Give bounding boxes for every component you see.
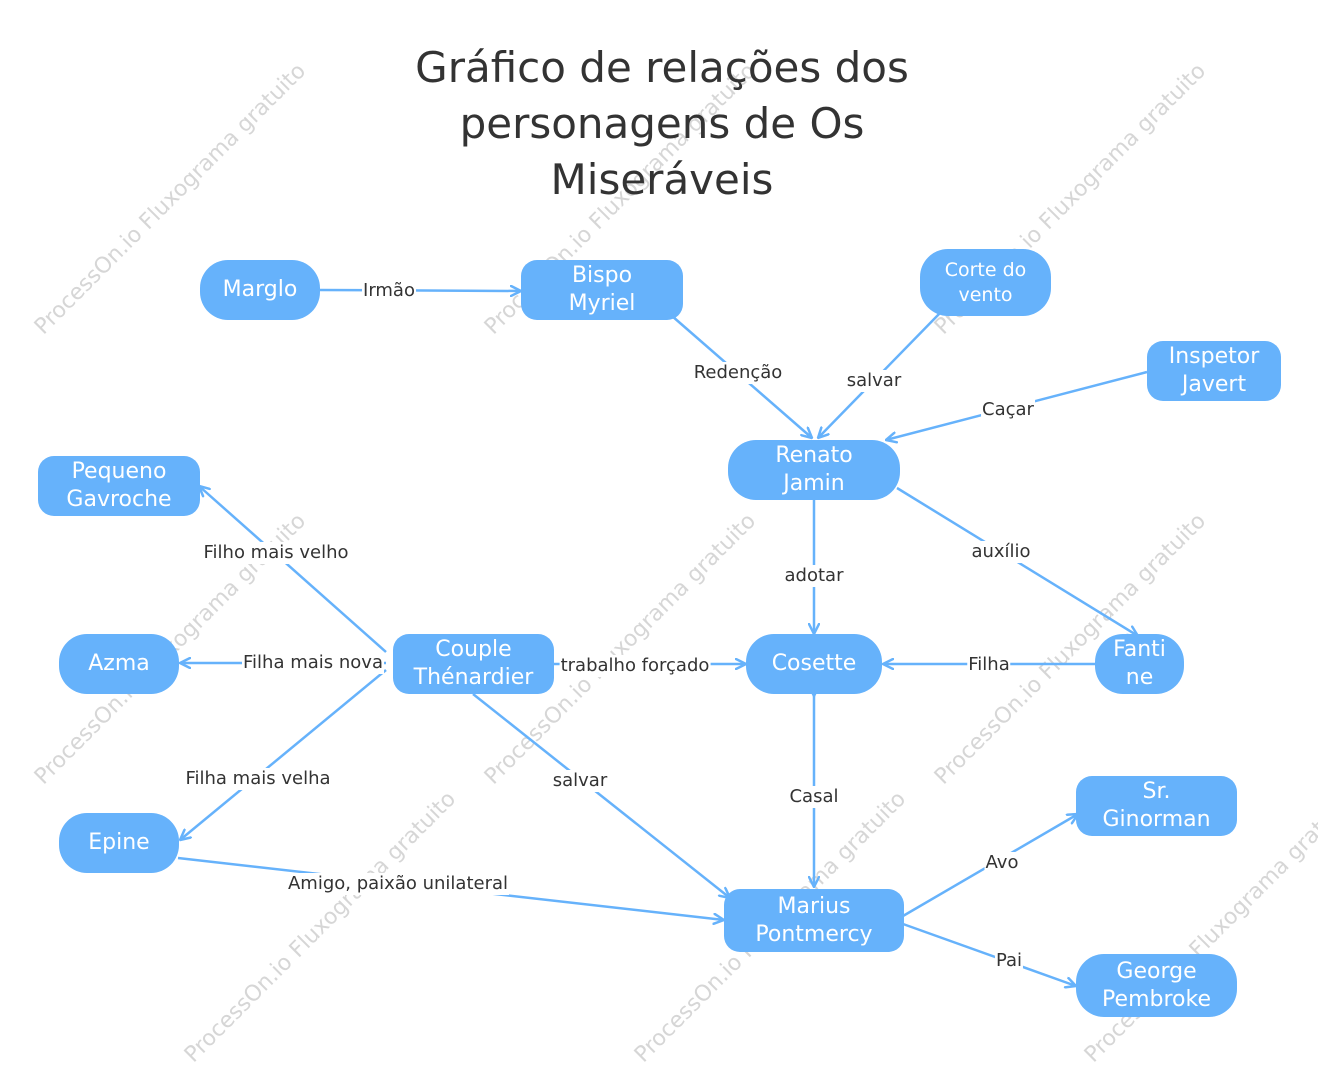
title-line: personagens de Os bbox=[459, 99, 865, 148]
edge-thenardier-marius bbox=[472, 693, 730, 898]
edge-label-pai: Pai bbox=[994, 950, 1024, 972]
node-renato-jamin[interactable]: Renato Jamin bbox=[728, 440, 900, 500]
edge-label-filha-mais-velha: Filha mais velha bbox=[184, 768, 332, 790]
node-marius-pontmercy[interactable]: Marius Pontmercy bbox=[724, 889, 904, 952]
node-inspetor-javert[interactable]: Inspetor Javert bbox=[1147, 341, 1281, 401]
edge-thenardier-gavroche bbox=[199, 486, 387, 653]
node-george-pembroke[interactable]: George Pembroke bbox=[1076, 954, 1237, 1017]
edge-label-filho-mais-velho: Filho mais velho bbox=[202, 542, 350, 564]
edge-label-casal: Casal bbox=[788, 786, 840, 808]
node-cosette[interactable]: Cosette bbox=[746, 634, 882, 694]
edge-label-trabalho-forcado: trabalho forçado bbox=[559, 655, 711, 677]
edge-label-cacar: Caçar bbox=[981, 399, 1035, 421]
node-epine[interactable]: Epine bbox=[59, 813, 179, 873]
edge-label-filha-mais-nova: Filha mais nova bbox=[242, 652, 384, 674]
title-line: Gráfico de relações dos bbox=[415, 43, 909, 92]
node-marglo[interactable]: Marglo bbox=[200, 260, 320, 320]
edge-marglo-bispo bbox=[319, 290, 521, 291]
edge-label-salvar: salvar bbox=[845, 370, 903, 392]
edge-marius-george bbox=[902, 922, 1076, 986]
edge-label-irmao: Irmão bbox=[362, 280, 416, 302]
node-fantine[interactable]: Fanti ne bbox=[1095, 634, 1184, 694]
node-pequeno-gavroche[interactable]: Pequeno Gavroche bbox=[38, 456, 200, 516]
node-azma[interactable]: Azma bbox=[59, 634, 179, 694]
title-line: Miseráveis bbox=[550, 155, 774, 204]
diagram-title: Gráfico de relações dos personagens de O… bbox=[362, 40, 962, 208]
node-bispo-myriel[interactable]: Bispo Myriel bbox=[521, 260, 683, 320]
edge-label-adotar: adotar bbox=[783, 565, 845, 587]
edge-label-amigo: Amigo, paixão unilateral bbox=[286, 873, 510, 895]
edge-label-avo: Avo bbox=[984, 852, 1020, 874]
node-thenardier[interactable]: Couple Thénardier bbox=[393, 634, 554, 694]
edge-thenardier-epine bbox=[180, 669, 387, 840]
edge-label-salvar: salvar bbox=[551, 770, 609, 792]
edge-label-redencao: Redenção bbox=[692, 362, 784, 384]
node-sr-ginorman[interactable]: Sr. Ginorman bbox=[1076, 776, 1237, 836]
node-corte-do-vento[interactable]: Corte do vento bbox=[920, 249, 1051, 316]
edge-label-auxilio: auxílio bbox=[970, 541, 1032, 563]
edge-label-filha: Filha bbox=[967, 654, 1011, 676]
